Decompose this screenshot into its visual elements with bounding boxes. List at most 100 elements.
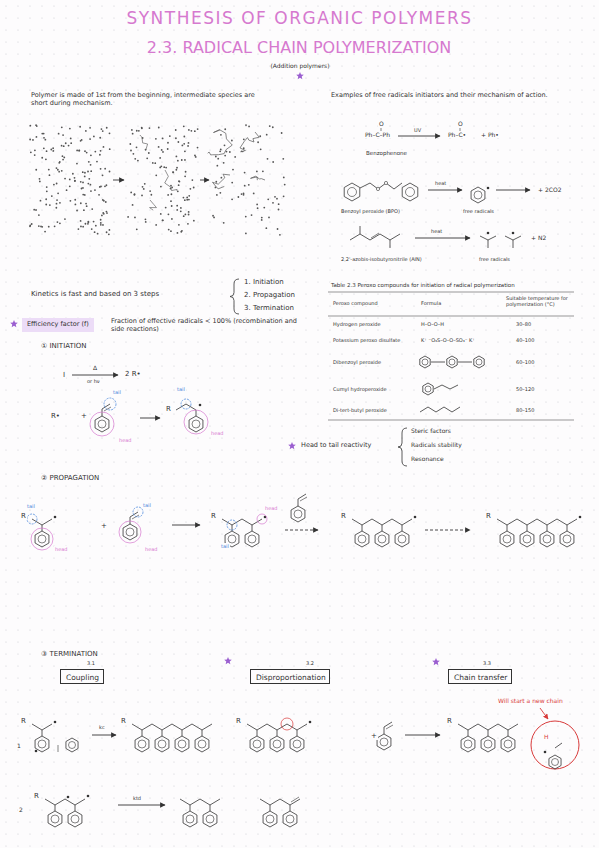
monomer-dot bbox=[241, 193, 243, 195]
monomer-dot bbox=[178, 180, 180, 182]
monomer-dot bbox=[109, 148, 111, 150]
monomer-dot bbox=[43, 133, 45, 135]
benzene-ring bbox=[540, 531, 554, 547]
note-text: O bbox=[378, 120, 385, 127]
note-text: K⁺ ⁻O₃S–O–O–SO₃⁻ K⁺ bbox=[420, 337, 476, 343]
monomer-dot bbox=[91, 228, 93, 230]
benzene-ring bbox=[375, 531, 389, 547]
note-text: head bbox=[264, 505, 278, 511]
monomer-dot bbox=[35, 209, 37, 211]
monomer-dot bbox=[175, 137, 177, 139]
radical-dot bbox=[199, 404, 202, 407]
bond-line bbox=[360, 183, 402, 189]
benzene-ring bbox=[420, 356, 430, 368]
monomer-dot bbox=[172, 172, 174, 174]
monomer-dot bbox=[188, 142, 190, 144]
monomer-dot bbox=[132, 133, 134, 135]
note-text: 3.1 bbox=[86, 660, 96, 666]
monomer-dot bbox=[168, 229, 170, 231]
radical-dot bbox=[87, 795, 90, 798]
reaction-arrow bbox=[172, 525, 200, 526]
benzene-ring bbox=[175, 736, 189, 752]
monomer-dot bbox=[171, 187, 173, 189]
benzene-ring bbox=[35, 736, 49, 752]
bond-line bbox=[468, 730, 469, 736]
monomer-dot bbox=[109, 171, 111, 173]
aromatic-circle bbox=[228, 535, 236, 543]
head-circle bbox=[90, 412, 114, 436]
benzene-ring bbox=[68, 811, 82, 827]
monomer-dot bbox=[141, 194, 143, 196]
monomer-dot bbox=[262, 170, 264, 172]
monomer-dot bbox=[99, 137, 101, 139]
monomer-dot bbox=[136, 146, 138, 148]
section-box: Coupling bbox=[60, 669, 104, 684]
monomer-dot bbox=[84, 172, 86, 174]
monomer-dot bbox=[109, 229, 111, 231]
monomer-dot bbox=[82, 194, 84, 196]
hydrogen-circle bbox=[281, 718, 293, 730]
monomer-dot bbox=[62, 134, 64, 136]
bond-line bbox=[386, 725, 393, 729]
monomer-dot bbox=[84, 150, 86, 152]
aromatic-circle bbox=[98, 420, 106, 428]
radical-dot bbox=[487, 187, 490, 190]
monomer-dot bbox=[162, 219, 164, 221]
note-text: Will start a new chain bbox=[497, 697, 564, 704]
monomer-dot bbox=[134, 217, 136, 219]
monomer-dot bbox=[251, 214, 253, 216]
reaction-arrow bbox=[428, 190, 462, 191]
monomer-dot bbox=[274, 196, 276, 198]
benzene-ring bbox=[344, 183, 360, 201]
note-text: head bbox=[210, 430, 224, 436]
benzene-ring bbox=[66, 738, 78, 752]
monomer-dot bbox=[162, 138, 164, 140]
monomer-dot bbox=[64, 178, 66, 180]
note-text: 80–150 bbox=[515, 407, 535, 413]
monomer-dot bbox=[160, 186, 162, 188]
bond-line bbox=[497, 519, 577, 525]
monomer-dot bbox=[82, 181, 84, 183]
monomer-dot bbox=[136, 228, 138, 230]
monomer-dot bbox=[90, 190, 92, 192]
monomer-dot bbox=[261, 219, 263, 221]
reaction-arrow bbox=[540, 708, 548, 719]
bond-line bbox=[130, 512, 138, 524]
bond-line bbox=[45, 799, 65, 805]
monomer-dot bbox=[184, 199, 186, 201]
note-text: Examples of free radicals initiators and… bbox=[330, 92, 552, 100]
bond-line bbox=[352, 519, 412, 525]
monomer-dot bbox=[103, 213, 105, 215]
monomer-dot bbox=[268, 217, 270, 219]
bond-line bbox=[42, 730, 43, 736]
monomer-dot bbox=[177, 160, 179, 162]
monomer-dot bbox=[85, 203, 87, 205]
monomer-dot bbox=[74, 180, 76, 182]
monomer-dot bbox=[40, 200, 42, 202]
reaction-arrow bbox=[398, 136, 440, 137]
monomer-dot bbox=[180, 207, 182, 209]
note-text: head bbox=[54, 546, 68, 552]
monomer-dot bbox=[167, 142, 169, 144]
note-text: ③ TERMINATION bbox=[40, 650, 99, 658]
monomer-dot bbox=[56, 167, 58, 169]
monomer-dot bbox=[99, 186, 101, 188]
table-rule bbox=[328, 292, 574, 293]
monomer-dot bbox=[33, 209, 35, 211]
benzene-ring bbox=[560, 531, 574, 547]
bond-line bbox=[75, 805, 76, 811]
monomer-dot bbox=[29, 225, 31, 227]
aromatic-circle bbox=[294, 510, 302, 518]
monomer-dot bbox=[34, 149, 36, 151]
monomer-dot bbox=[176, 205, 178, 207]
monomer-dot bbox=[163, 166, 165, 168]
monomer-dot bbox=[78, 150, 80, 152]
monomer-dot bbox=[130, 150, 132, 152]
monomer-dot bbox=[263, 207, 265, 209]
note-text: head bbox=[118, 437, 132, 443]
monomer-dot bbox=[96, 161, 98, 163]
monomer-dot bbox=[74, 199, 76, 201]
monomer-dot bbox=[134, 193, 136, 195]
note-text: 2,2'-azobis-isobutyronitrile (AIN) bbox=[340, 256, 423, 262]
